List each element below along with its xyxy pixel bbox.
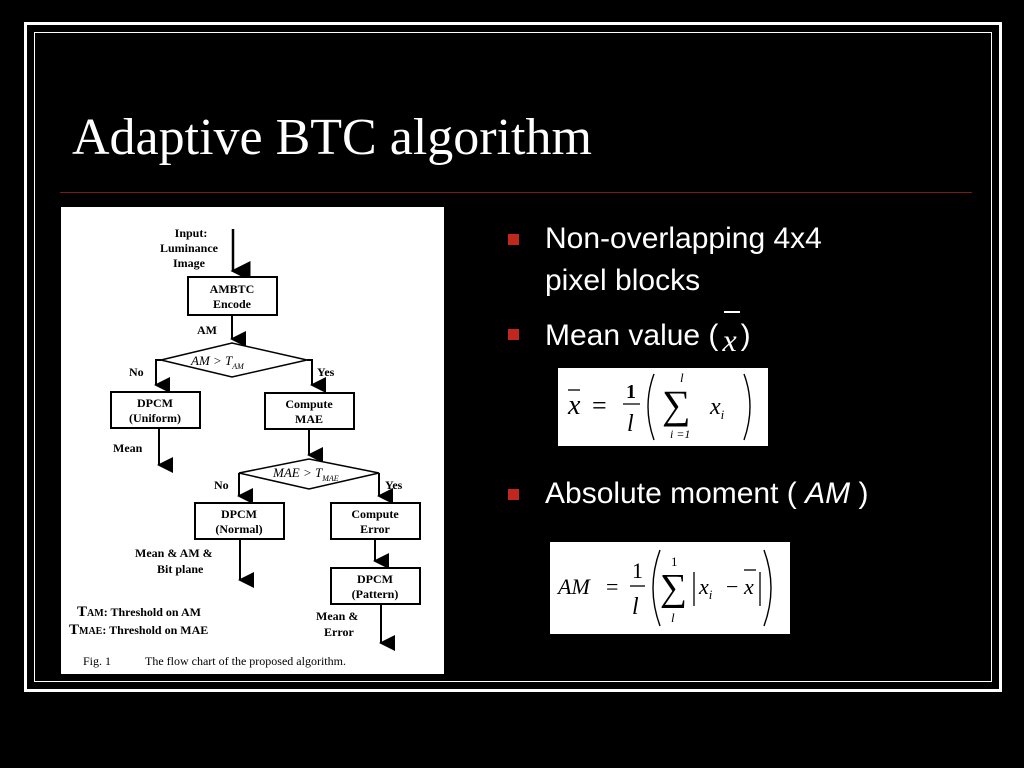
am-eq-term: xi [698,574,713,602]
ambtc-line1: AMBTC [210,282,255,296]
bullet-blocks-line1: Non-overlapping 4x4 [545,222,822,255]
title-divider [60,192,972,193]
mean-eq-sigma: ∑ [662,382,691,427]
slide-frame-outer [24,22,1002,692]
mean-eq-equals: = [592,391,607,420]
compute-mae-box [264,392,355,430]
am-eq-sum-bottom: l [671,610,675,625]
compute-error-line2: Error [360,522,390,536]
dpcm-uniform-line1: DPCM [137,396,173,410]
flowchart-svg: Input: Luminance Image AMBTC Encode AM A… [61,207,444,674]
ambtc-line2: Encode [213,297,252,311]
mean-am-bitplane-line2: Bit plane [157,562,204,576]
compute-mae-line2: MAE [295,412,323,426]
bullet-mean-text: Mean value ( [545,319,719,352]
mean-eq-sum-top: l [680,370,684,385]
arrow-no1 [154,359,170,393]
compute-error-line1: Compute [351,507,399,521]
bullet-blocks-line2: pixel blocks [545,264,701,297]
mean-eq-num: 1 [626,381,636,403]
input-label-line2: Luminance [160,241,219,255]
mean-eq-sum-bottom: i =1 [670,427,690,441]
mean-error-line2: Error [324,625,354,639]
dpcm-uniform-line2: (Uniform) [129,411,181,425]
mean-am-bitplane-line1: Mean & AM & [135,546,213,560]
am-eq-minus: − [726,574,738,599]
mean-label: Mean [113,441,143,455]
dpcm-normal-line1: DPCM [221,507,257,521]
dpcm-pattern-box [330,567,421,605]
bullet-mean-symbol: x [722,311,741,361]
slide-title: Adaptive BTC algorithm [72,109,592,166]
decision2-no: No [214,478,229,492]
caption-text: The flow chart of the proposed algorithm… [145,654,346,668]
am-eq-lhs: AM [556,574,591,599]
am-eq-xbar: x [743,574,754,599]
mean-error-line1: Mean & [316,609,358,623]
am-eq-sum-top: 1 [671,554,678,569]
dpcm-pattern-line2: (Pattern) [352,587,399,601]
decision2-yes: Yes [385,478,403,492]
flowchart-figure: Input: Luminance Image AMBTC Encode AM A… [61,207,444,674]
bullet-am-symbol: AM [805,477,851,510]
legend-tmae: TMAE: Threshold on MAE [69,622,208,638]
decision1-text: AM > TAM [190,353,245,371]
decision1-yes: Yes [317,365,335,379]
dpcm-pattern-line1: DPCM [357,572,393,586]
compute-mae-line1: Compute [285,397,333,411]
input-label-line3: Image [173,256,206,270]
dpcm-uniform-box [110,391,201,429]
am-eq-den: l [632,594,639,620]
bullet-am-text: Absolute moment ( [545,477,797,510]
am-eq-sigma: ∑ [660,567,687,609]
mean-eq-lhs: x [567,390,581,421]
dpcm-normal-line2: (Normal) [215,522,262,536]
slide-frame-inner [34,32,992,682]
bullet-marker [508,234,519,245]
ambtc-encode-box [187,276,278,316]
am-eq-num: 1 [632,558,643,583]
bullet-marker [508,489,519,500]
arrow-yes1 [307,359,326,393]
decision1-no: No [129,365,144,379]
decision2-text: MAE > TMAE [272,465,339,483]
mean-eq-den: l [627,411,634,437]
mean-equation: x = 1 l l ∑ i =1 xi [558,368,768,451]
input-label-line1: Input: [175,226,208,240]
bullet-am-close: ) [858,477,869,510]
am-eq-equals: = [606,574,618,599]
am-label: AM [197,323,217,337]
bullet-mean-close: ) [740,319,751,352]
compute-error-box [330,502,421,540]
mean-eq-term: xi [709,394,725,422]
legend-tam: TAM: Threshold on AM [77,604,201,620]
bullet-marker [508,329,519,340]
am-equation: AM = 1 l 1 ∑ l xi − x [550,542,790,639]
caption-fig-number: Fig. 1 [83,654,111,668]
